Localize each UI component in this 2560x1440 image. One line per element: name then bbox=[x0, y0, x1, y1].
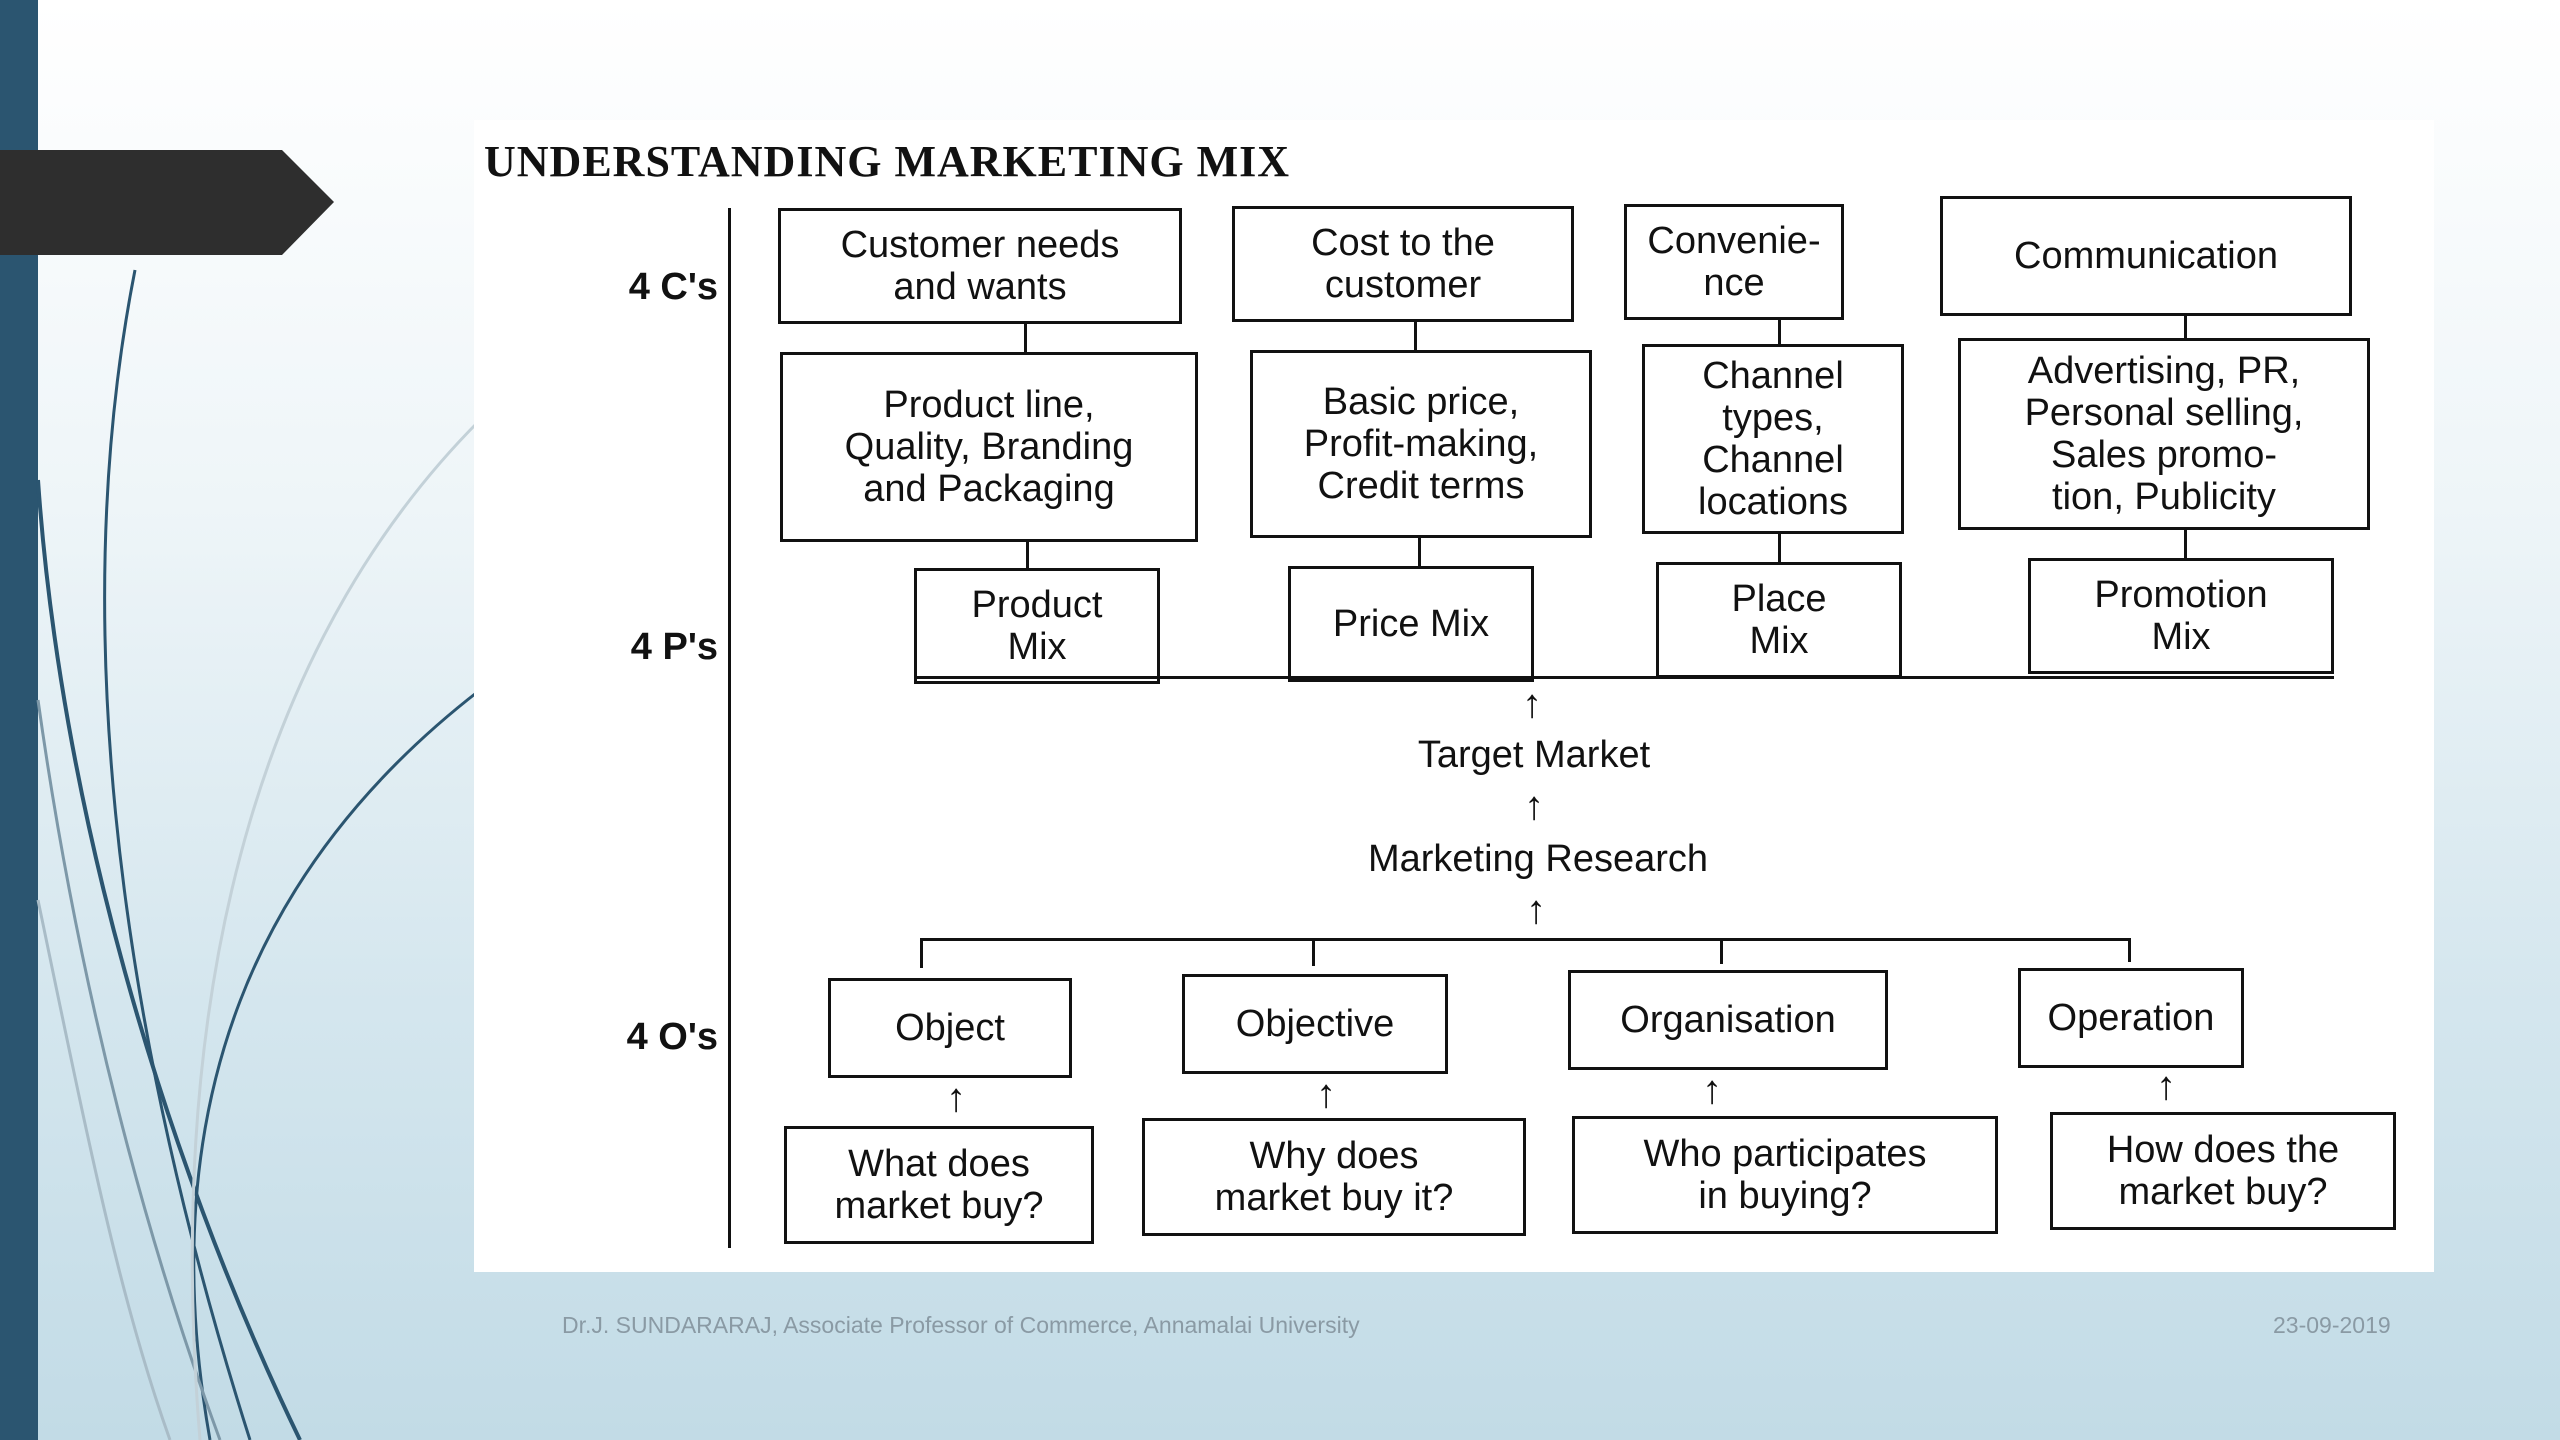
vertical-axis-line bbox=[728, 208, 731, 1248]
detail-box-place: Channel types, Channel locations bbox=[1642, 344, 1904, 534]
up-arrow: ↑ bbox=[1522, 682, 1542, 726]
o-box-objective: Objective bbox=[1182, 974, 1448, 1074]
up-arrow: ↑ bbox=[946, 1076, 966, 1120]
p-row-baseline bbox=[914, 676, 2334, 679]
c-box-cost: Cost to the customer bbox=[1232, 206, 1574, 322]
connector bbox=[1418, 538, 1421, 566]
o-box-object: Object bbox=[828, 978, 1072, 1078]
c-box-customer-needs: Customer needs and wants bbox=[778, 208, 1182, 324]
up-arrow: ↑ bbox=[1526, 888, 1546, 932]
c-box-convenience: Convenie- nce bbox=[1624, 204, 1844, 320]
connector bbox=[2184, 530, 2187, 558]
decorative-swooshes bbox=[36, 269, 482, 1440]
marketing-research-label: Marketing Research bbox=[1367, 838, 1709, 880]
c-box-communication: Communication bbox=[1940, 196, 2352, 316]
up-arrow: ↑ bbox=[1524, 784, 1544, 828]
connector bbox=[1720, 938, 1723, 964]
marketing-mix-figure: UNDERSTANDING MARKETING MIX 4 C's 4 P's … bbox=[474, 120, 2434, 1272]
footer-author: Dr.J. SUNDARARAJ, Associate Professor of… bbox=[562, 1312, 1360, 1338]
p-box-price-mix: Price Mix bbox=[1288, 566, 1534, 682]
row-label-4cs: 4 C's bbox=[628, 266, 718, 308]
o-box-organisation: Organisation bbox=[1568, 970, 1888, 1070]
slide-tab-shape bbox=[0, 150, 334, 255]
q-box-why: Why does market buy it? bbox=[1142, 1118, 1526, 1236]
diagram-title: UNDERSTANDING MARKETING MIX bbox=[484, 137, 1291, 186]
up-arrow: ↑ bbox=[1316, 1072, 1336, 1116]
footer-date: 23-09-2019 bbox=[2273, 1312, 2391, 1338]
up-arrow: ↑ bbox=[1702, 1068, 1722, 1112]
o-box-operation: Operation bbox=[2018, 968, 2244, 1068]
o-row-bracket bbox=[920, 938, 2130, 941]
p-box-place-mix: Place Mix bbox=[1656, 562, 1902, 678]
p-box-product-mix: Product Mix bbox=[914, 568, 1160, 684]
target-market-label: Target Market bbox=[1417, 734, 1651, 776]
detail-box-price: Basic price, Profit-making, Credit terms bbox=[1250, 350, 1592, 538]
detail-box-product: Product line, Quality, Branding and Pack… bbox=[780, 352, 1198, 542]
detail-box-promotion: Advertising, PR, Personal selling, Sales… bbox=[1958, 338, 2370, 530]
connector bbox=[2184, 316, 2187, 346]
row-label-4ps: 4 P's bbox=[630, 626, 718, 668]
up-arrow: ↑ bbox=[2156, 1064, 2176, 1108]
connector bbox=[1024, 324, 1027, 352]
q-box-what: What does market buy? bbox=[784, 1126, 1094, 1244]
connector bbox=[1312, 938, 1315, 966]
row-label-4os: 4 O's bbox=[626, 1016, 718, 1058]
connector bbox=[1778, 320, 1781, 350]
connector bbox=[1778, 534, 1781, 562]
q-box-how: How does the market buy? bbox=[2050, 1112, 2396, 1230]
connector bbox=[920, 938, 923, 968]
connector bbox=[2128, 938, 2131, 962]
connector bbox=[1026, 542, 1029, 568]
connector bbox=[1414, 322, 1417, 350]
q-box-who: Who participates in buying? bbox=[1572, 1116, 1998, 1234]
p-box-promotion-mix: Promotion Mix bbox=[2028, 558, 2334, 674]
